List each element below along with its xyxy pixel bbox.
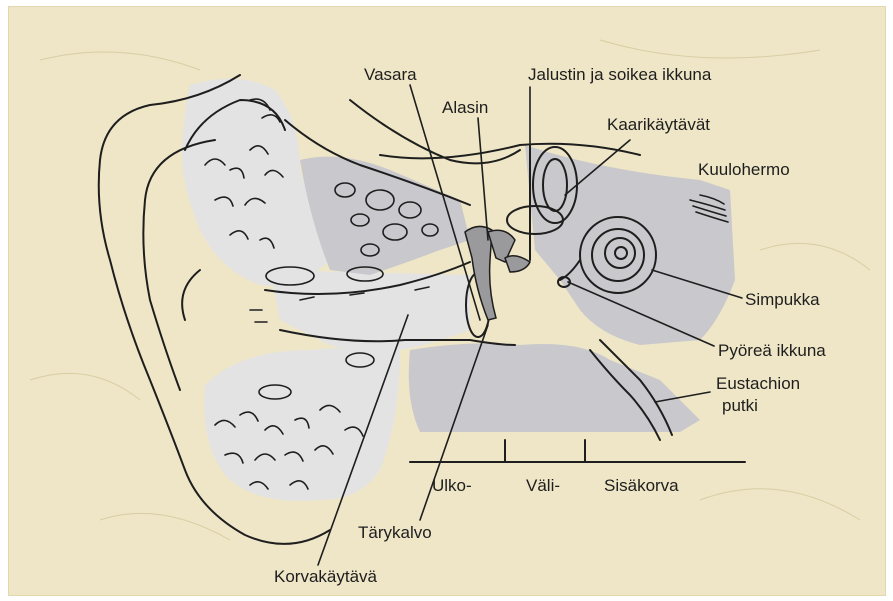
section-axis [410, 440, 745, 462]
label-kuulohermo: Kuulohermo [698, 160, 790, 179]
section-label-ulko: Ulko- [432, 476, 472, 495]
section-label-sisakorva: Sisäkorva [604, 476, 679, 495]
skull-bone-line-2 [350, 100, 520, 163]
label-jalustin: Jalustin ja soikea ikkuna [528, 65, 712, 84]
outer-ear-tissue-lower [204, 348, 400, 501]
label-eustachion-putki: putki [722, 396, 758, 415]
label-eustachion: Eustachion [716, 374, 800, 393]
stapes [505, 256, 530, 272]
label-korvakaytava: Korvakäytävä [274, 567, 378, 586]
label-kaarikaytavat: Kaarikäytävät [607, 115, 710, 134]
middle-ear-floor-bone [409, 343, 700, 432]
label-vasara: Vasara [364, 65, 417, 84]
section-label-vali: Väli- [526, 476, 560, 495]
label-simpukka: Simpukka [745, 290, 820, 309]
label-pyorea-ikkuna: Pyöreä ikkuna [718, 341, 826, 360]
label-alasin: Alasin [442, 98, 488, 117]
label-tarykalvo: Tärykalvo [358, 523, 432, 542]
helix-inner [182, 270, 200, 320]
